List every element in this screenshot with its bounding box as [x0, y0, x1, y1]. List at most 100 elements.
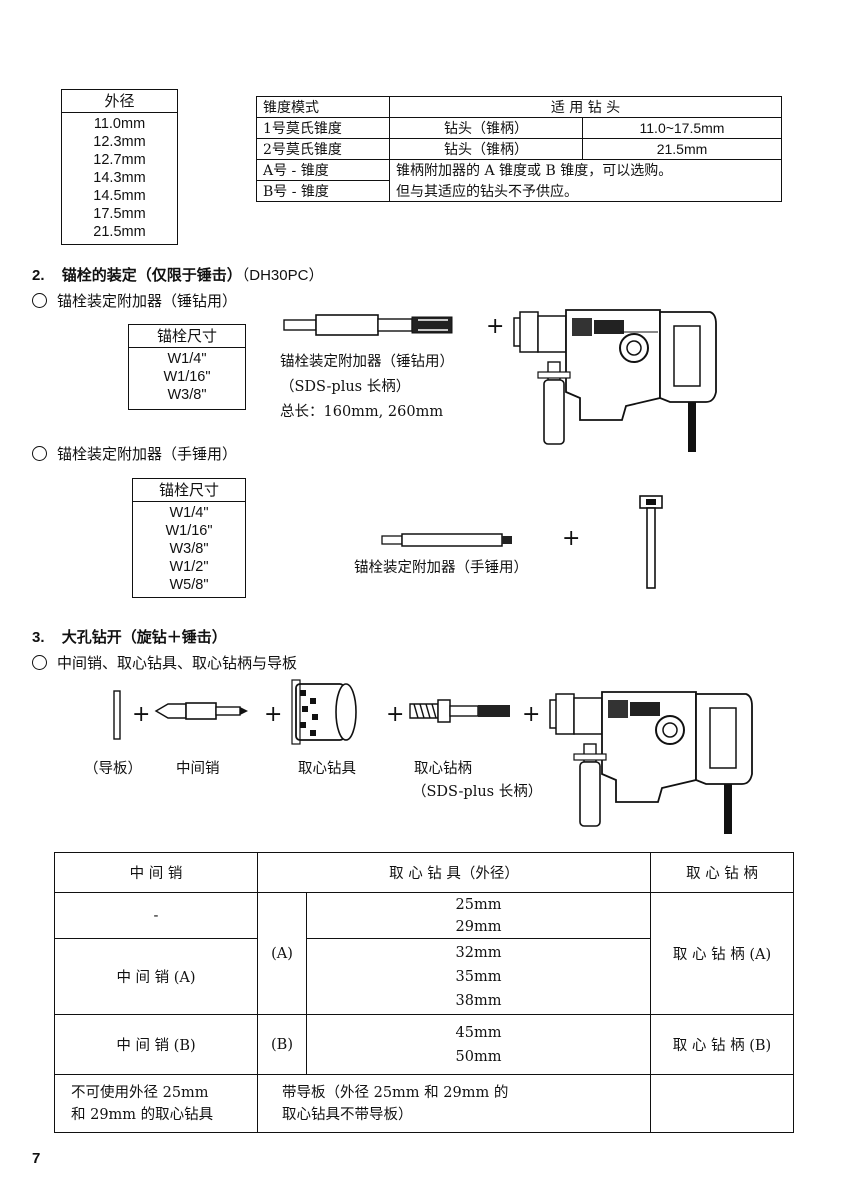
list-item: W3/8": [169, 541, 209, 557]
table-cell: 2号莫氏锥度: [256, 138, 390, 160]
list-item: 32mm: [455, 944, 502, 961]
taper-table: 锥度模式 适 用 钻 头 1号莫氏锥度 钻头（锥柄） 11.0~17.5mm 2…: [256, 96, 782, 202]
table-cell: 25mm 29mm: [305, 892, 652, 939]
core-shank-label: 取心钻柄: [414, 761, 472, 777]
anchor-size-box-2: 锚栓尺寸 W1/4" W1/16" W3/8" W1/2" W5/8": [132, 478, 246, 598]
list-item: 14.3mm: [93, 170, 146, 186]
table-header: 取 心 钻 柄: [650, 852, 794, 893]
center-pin-illustration: [154, 702, 248, 720]
table-cell: B号 - 锥度: [256, 180, 390, 202]
anchor-adapter-hand-illustration: [381, 533, 512, 547]
table-cell: 取 心 钻 柄 (B): [650, 1014, 794, 1075]
plus-sign: +: [486, 314, 505, 339]
anchor-size-title: 锚栓尺寸: [133, 479, 245, 502]
list-item: 17.5mm: [93, 206, 146, 222]
section-3-item: 中间销、取心钻具、取心钻柄与导板: [32, 652, 297, 673]
section-model: （DH30PC）: [241, 267, 324, 284]
core-shank-illustration: [409, 699, 510, 723]
list-item: 12.3mm: [93, 134, 146, 150]
plus-sign: +: [522, 702, 541, 727]
section-2-heading: 2. 锚栓的装定（仅限于锤击）（DH30PC）: [32, 264, 323, 285]
note-line: 带导板（外径 25mm 和 29mm 的: [282, 1084, 509, 1101]
page-number: 7: [32, 1150, 41, 1167]
section-title: 锚栓的装定（仅限于锤击）: [61, 266, 242, 284]
plus-sign: +: [132, 702, 151, 727]
table-cell: 中 间 销 (A): [54, 938, 258, 1015]
list-item: W3/8": [167, 387, 207, 403]
table-row: 中 间 销 取 心 钻 具（外径） 取 心 钻 柄: [54, 852, 794, 893]
plus-sign: +: [386, 702, 405, 727]
plus-sign: +: [562, 526, 581, 551]
list-item: W1/4": [169, 505, 209, 521]
list-item: 29mm: [455, 918, 502, 935]
adapter-desc-1: 锚栓装定附加器（锤钻用）: [280, 354, 454, 370]
table-row: 锥度模式 适 用 钻 头: [256, 96, 782, 118]
list-item: W1/4": [167, 351, 207, 367]
list-item: 21.5mm: [93, 224, 146, 240]
section-2-item-2: 锚栓装定附加器（手锤用）: [32, 443, 237, 464]
anchor-size-box-1: 锚栓尺寸 W1/4" W1/16" W3/8": [128, 324, 246, 410]
hand-adapter-label: 锚栓装定附加器（手锤用）: [354, 560, 528, 576]
list-item: 35mm: [455, 968, 502, 985]
core-bit-label: 取心钻具: [298, 761, 356, 777]
core-bit-illustration: [291, 679, 357, 745]
anchor-size-list: W1/4" W1/16" W3/8": [129, 348, 245, 404]
table-cell: 带导板（外径 25mm 和 29mm 的 取心钻具不带导板）: [256, 1074, 652, 1133]
table-row: - (A) 25mm 29mm 取 心 钻 柄 (A): [54, 892, 794, 1015]
table-header: 适 用 钻 头: [389, 96, 782, 118]
anchor-size-list: W1/4" W1/16" W3/8" W1/2" W5/8": [133, 502, 245, 594]
guide-plate-illustration: [113, 690, 121, 740]
table-row: 中 间 销 (B) (B) 45mm 50mm 取 心 钻 柄 (B): [54, 1014, 794, 1075]
list-item: W1/16": [163, 369, 211, 385]
rotary-hammer-illustration: [513, 309, 717, 452]
list-item: W5/8": [169, 577, 209, 593]
list-item: W1/16": [165, 523, 213, 539]
guide-plate-label: （导板）: [84, 761, 142, 777]
table-row: 2号莫氏锥度 钻头（锥柄） 21.5mm: [256, 138, 782, 160]
table-cell: 21.5mm: [582, 138, 782, 160]
list-item: W1/2": [169, 559, 209, 575]
table-cell: (B): [257, 1014, 307, 1075]
outer-diameter-title: 外径: [62, 90, 177, 113]
center-pin-label: 中间销: [176, 761, 220, 777]
table-cell: 锥柄附加器的 A 锥度或 B 锥度，可以选购。: [389, 159, 782, 181]
note-line: 不可使用外径 25mm: [71, 1084, 209, 1101]
table-cell: 不可使用外径 25mm 和 29mm 的取心钻具: [54, 1074, 258, 1133]
outer-diameter-box: 外径 11.0mm 12.3mm 12.7mm 14.3mm 14.5mm 17…: [61, 89, 178, 245]
table-cell: 中 间 销 (B): [54, 1014, 258, 1075]
table-cell: A号 - 锥度: [256, 159, 390, 181]
note-line: 取心钻具不带导板）: [282, 1106, 413, 1123]
table-row: 1号莫氏锥度 钻头（锥柄） 11.0~17.5mm: [256, 117, 782, 139]
section-3-heading: 3. 大孔钻开（旋钻＋锤击）: [32, 626, 227, 647]
circle-bullet-icon: [32, 293, 47, 308]
table-row: 不可使用外径 25mm 和 29mm 的取心钻具 带导板（外径 25mm 和 2…: [54, 1074, 794, 1133]
note-line: 和 29mm 的取心钻具: [71, 1106, 214, 1123]
table-cell: -: [54, 892, 258, 939]
table-header: 中 间 销: [54, 852, 258, 893]
outer-diameter-list: 11.0mm 12.3mm 12.7mm 14.3mm 14.5mm 17.5m…: [62, 113, 177, 241]
list-item: 12.7mm: [93, 152, 146, 168]
core-shank-sublabel: （SDS-plus 长柄）: [412, 784, 543, 800]
table-cell: 但与其适应的钻头不予供应。: [389, 180, 782, 202]
table-row: A号 - 锥度 锥柄附加器的 A 锥度或 B 锥度，可以选购。: [256, 159, 782, 181]
table-cell: 钻头（锥柄）: [389, 117, 583, 139]
table-cell: 32mm 35mm 38mm: [305, 938, 652, 1015]
table-cell: [650, 1074, 794, 1133]
adapter-desc-3: 总长：160mm, 260mm: [280, 404, 444, 420]
section-title: 大孔钻开（旋钻＋锤击）: [61, 628, 227, 646]
circle-bullet-icon: [32, 655, 47, 670]
item-text: 锚栓装定附加器（手锤用）: [57, 445, 238, 463]
list-item: 50mm: [455, 1048, 502, 1065]
table-cell: 45mm 50mm: [305, 1014, 652, 1075]
list-item: 38mm: [455, 992, 502, 1009]
item-text: 锚栓装定附加器（锤钻用）: [57, 292, 238, 310]
table-row: 中 间 销 (A) 32mm 35mm 38mm: [54, 938, 794, 1015]
table-header: 取 心 钻 具（外径）: [256, 852, 652, 893]
plus-sign: +: [264, 702, 283, 727]
table-header: 锥度模式: [256, 96, 390, 118]
list-item: 11.0mm: [93, 116, 146, 132]
adapter-desc-2: （SDS-plus 长柄）: [280, 379, 411, 395]
anchor-adapter-drill-illustration: [283, 314, 453, 336]
list-item: 25mm: [455, 896, 502, 913]
anchor-size-title: 锚栓尺寸: [129, 325, 245, 348]
